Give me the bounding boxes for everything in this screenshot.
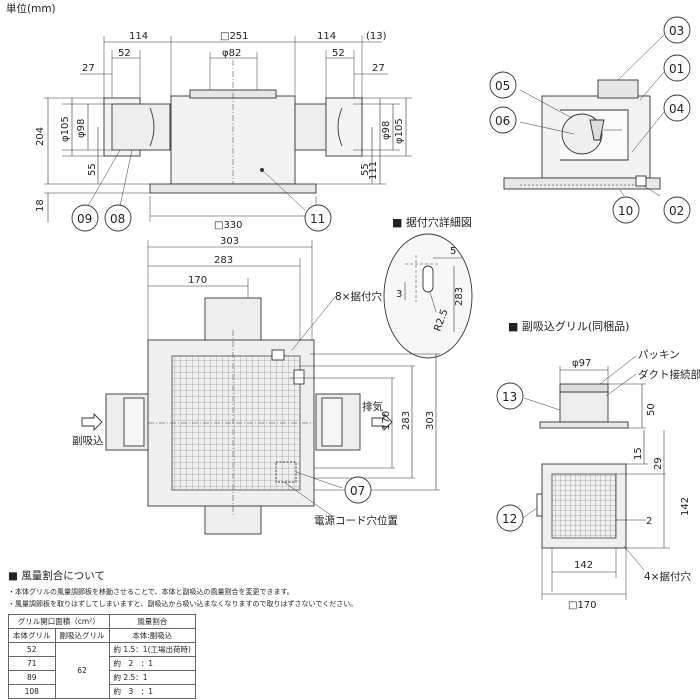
dim-phi98-right: φ98 bbox=[381, 121, 392, 140]
callout-02: 02 bbox=[669, 204, 684, 218]
dim-27-right: 27 bbox=[372, 63, 385, 74]
unit-label: 単位(mm) bbox=[6, 2, 56, 15]
label-8-holes: 8×据付穴 bbox=[335, 290, 382, 303]
callout-07: 07 bbox=[350, 484, 365, 498]
dim-142-side: 142 bbox=[680, 497, 691, 516]
cell-sub: 62 bbox=[54, 642, 110, 699]
dim-phi105-right: φ105 bbox=[394, 118, 405, 144]
dim-2: 2 bbox=[646, 516, 652, 527]
grille-title: ■ 副吸込グリル(同梱品) bbox=[508, 319, 629, 333]
callout-04: 04 bbox=[669, 102, 684, 116]
header-main-grille: 本体グリル bbox=[8, 628, 56, 643]
dim-170-grille: □170 bbox=[568, 600, 597, 611]
air-ratio-title: ■ 風量割合について bbox=[8, 570, 105, 582]
dim-29: 29 bbox=[653, 457, 664, 470]
air-ratio-note-1: ・本体グリルの風量調節板を移動させることで、本体と副吸込の風量割合を変更できます… bbox=[8, 588, 294, 596]
dim-13: (13) bbox=[366, 31, 387, 42]
label-exhaust: 排気 bbox=[362, 400, 383, 413]
cell-main: 71 bbox=[8, 656, 56, 671]
header-sub-grille: 副吸込グリル bbox=[54, 628, 110, 643]
grille-labels: パッキン ダクト接続部 4×据付穴 φ97 50 15 29 142 2 142… bbox=[568, 349, 700, 611]
plan-view-callouts: 07 bbox=[344, 476, 372, 504]
label-power-cord: 電源コード穴位置 bbox=[314, 514, 398, 527]
callout-01: 01 bbox=[669, 62, 684, 76]
callout-13: 13 bbox=[502, 390, 517, 404]
dim-52-left: 52 bbox=[118, 48, 131, 59]
callout-06: 06 bbox=[495, 114, 510, 128]
dim-55-right: 55 bbox=[360, 163, 371, 176]
callout-12: 12 bbox=[502, 512, 517, 526]
table-row: 52 62 約 1.5：1(工場出荷時) bbox=[8, 642, 196, 699]
side-view-callouts: 03 01 05 04 06 10 02 bbox=[489, 16, 691, 224]
header-air-ratio: 風量割合 bbox=[108, 614, 196, 629]
label-4-holes: 4×据付穴 bbox=[644, 570, 691, 583]
callout-09: 09 bbox=[77, 212, 92, 226]
dim-283-detail: 283 bbox=[454, 287, 465, 306]
grille-callouts: 13 12 bbox=[496, 382, 524, 532]
front-view bbox=[44, 36, 412, 222]
table-row: 89 約 2.5：1 bbox=[8, 670, 196, 685]
mount-detail bbox=[383, 233, 473, 359]
side-view bbox=[503, 34, 665, 197]
label-packing: パッキン bbox=[638, 349, 680, 361]
dim-114-right: 114 bbox=[317, 31, 336, 42]
dim-15: 15 bbox=[633, 447, 644, 460]
front-view-dimensions: 114 □251 114 (13) 52 φ82 52 27 27 204 φ1… bbox=[35, 31, 405, 231]
cell-ratio: 約 2 ：1 bbox=[108, 656, 196, 671]
air-ratio-section: ■ 風量割合について ・本体グリルの風量調節板を移動させることで、本体と副吸込の… bbox=[8, 568, 358, 699]
mount-detail-title: ■ 据付穴詳細図 bbox=[392, 215, 472, 229]
dim-303-top: 303 bbox=[220, 236, 239, 247]
header-ratio-sub: 本体:副吸込 bbox=[108, 628, 196, 643]
dim-3: 3 bbox=[396, 289, 402, 300]
dim-142-bottom: 142 bbox=[574, 560, 593, 571]
table-row: 108 約 3 ：1 bbox=[8, 684, 196, 699]
grille-side-view bbox=[523, 355, 646, 429]
dim-111: 111 bbox=[368, 161, 379, 180]
dim-283-side: 283 bbox=[401, 411, 412, 430]
label-duct-connection: ダクト接続部 bbox=[638, 368, 700, 381]
dim-283-top: 283 bbox=[214, 255, 233, 266]
dim-50: 50 bbox=[646, 403, 657, 416]
callout-03: 03 bbox=[669, 24, 684, 38]
dim-phi105-left: φ105 bbox=[60, 116, 71, 142]
callout-08: 08 bbox=[110, 212, 125, 226]
callout-11: 11 bbox=[310, 212, 325, 226]
plan-view-dims: 303 283 170 170 283 303 8×据付穴 排気 副吸込 電源コ… bbox=[72, 236, 436, 527]
table-row: 71 約 2 ：1 bbox=[8, 656, 196, 671]
plan-view bbox=[81, 240, 440, 535]
dim-27-left: 27 bbox=[82, 63, 95, 74]
dim-52-right: 52 bbox=[332, 48, 345, 59]
dim-114-left: 114 bbox=[129, 31, 148, 42]
dim-204: 204 bbox=[35, 127, 46, 146]
dim-330: □330 bbox=[214, 220, 243, 231]
dim-5: 5 bbox=[450, 246, 456, 257]
label-sub-intake: 副吸込 bbox=[72, 435, 104, 447]
grille-front-view bbox=[519, 430, 670, 600]
dim-phi82: φ82 bbox=[222, 48, 241, 59]
dim-phi98-left: φ98 bbox=[76, 119, 87, 138]
dim-251: □251 bbox=[220, 31, 249, 42]
cell-main: 108 bbox=[8, 684, 56, 699]
dim-170-side: 170 bbox=[381, 411, 392, 430]
dim-170-top: 170 bbox=[188, 275, 207, 286]
dim-55-left: 55 bbox=[87, 163, 98, 176]
header-grille-area: グリル開口面積（cm²） bbox=[8, 614, 110, 629]
cell-ratio: 約 1.5：1(工場出荷時) bbox=[108, 642, 196, 657]
callout-05: 05 bbox=[495, 79, 510, 93]
cell-ratio: 約 2.5：1 bbox=[108, 670, 196, 685]
air-ratio-note-2: ・風量調節板を取りはずしてしまいますと、副吸込から吸い込まなくなりますので取りは… bbox=[8, 600, 358, 608]
front-view-callouts: 09 08 11 bbox=[71, 204, 332, 232]
cell-ratio: 約 3 ：1 bbox=[108, 684, 196, 699]
cell-main: 52 bbox=[8, 642, 56, 657]
cell-main: 89 bbox=[8, 670, 56, 685]
dim-phi97: φ97 bbox=[572, 358, 591, 369]
air-ratio-table: グリル開口面積（cm²） 風量割合 本体グリル 副吸込グリル 本体:副吸込 52… bbox=[8, 614, 196, 699]
dim-18: 18 bbox=[35, 199, 46, 212]
callout-10: 10 bbox=[618, 204, 633, 218]
dim-303-side: 303 bbox=[425, 411, 436, 430]
